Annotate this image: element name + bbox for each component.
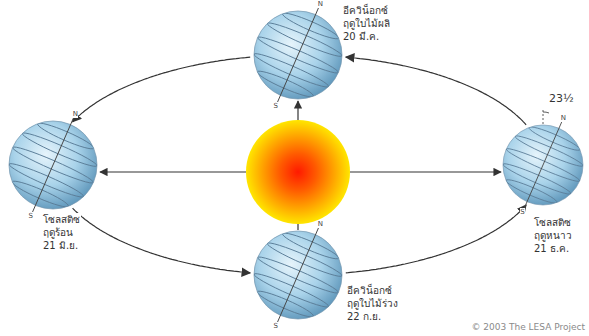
earth-drawing xyxy=(254,11,342,99)
tilt-angle-arc xyxy=(543,112,549,113)
season-text: ฤดูหนาว xyxy=(533,229,573,242)
season-text: โซลสติซ xyxy=(533,216,573,229)
sunlight-arrow xyxy=(100,171,246,172)
sunlight-arrow xyxy=(350,171,501,172)
pole-letter: S xyxy=(520,208,524,216)
orbit-arrow xyxy=(73,208,251,273)
earth-globe: อีควิน็อกซ์ฤดูใบไม้ร่วง22 ก.ย. xyxy=(254,231,342,319)
date-text: 21 ธ.ค. xyxy=(533,242,573,255)
season-text: อีควิน็อกซ์ xyxy=(342,4,391,17)
date-text: 22 ก.ย. xyxy=(346,310,399,323)
orbit-arrow xyxy=(346,205,526,273)
season-text: โซลสติซ xyxy=(42,213,81,226)
earth-drawing xyxy=(254,231,342,319)
pole-letter: S xyxy=(28,212,32,220)
orbit-arrow xyxy=(346,57,526,125)
pole-letter: N xyxy=(561,114,566,122)
tilt-angle: 23½ xyxy=(549,94,574,104)
pole-letter: N xyxy=(73,110,78,118)
earth-globe: โซลสติซฤดูหนาว21 ธ.ค. xyxy=(503,125,583,205)
earth-globe: โซลสติซฤดูร้อน21 มิ.ย. xyxy=(9,121,97,209)
season-text: ฤดูใบไม้ร่วง xyxy=(346,297,399,310)
season-text: ฤดูร้อน xyxy=(42,226,81,239)
earth-globe: อีควิน็อกซ์ฤดูใบไม้ผลิ20 มี.ค. xyxy=(254,11,342,99)
pole-letter: S xyxy=(273,322,277,330)
earth-drawing xyxy=(503,125,583,205)
pole-letter: N xyxy=(318,220,323,228)
pole-letter: N xyxy=(318,0,323,8)
sun xyxy=(246,120,350,224)
season-label: อีควิน็อกซ์ฤดูใบไม้ผลิ20 มี.ค. xyxy=(342,4,391,43)
season-text: ฤดูใบไม้ผลิ xyxy=(342,17,391,30)
sunlight-arrow xyxy=(297,101,298,120)
pole-letter: S xyxy=(273,102,277,110)
tilt-reference xyxy=(543,108,544,124)
season-label: โซลสติซฤดูหนาว21 ธ.ค. xyxy=(533,216,573,255)
season-label: โซลสติซฤดูร้อน21 มิ.ย. xyxy=(42,213,81,252)
date-text: 20 มี.ค. xyxy=(342,30,391,43)
season-text: อีควิน็อกซ์ xyxy=(346,284,399,297)
sunlight-arrow xyxy=(297,224,298,230)
orbit-arrow xyxy=(73,57,251,122)
season-label: อีควิน็อกซ์ฤดูใบไม้ร่วง22 ก.ย. xyxy=(346,284,399,323)
copyright-note: © 2003 The LESA Project xyxy=(471,322,585,332)
date-text: 21 มิ.ย. xyxy=(42,239,81,252)
earth-drawing xyxy=(9,121,97,209)
